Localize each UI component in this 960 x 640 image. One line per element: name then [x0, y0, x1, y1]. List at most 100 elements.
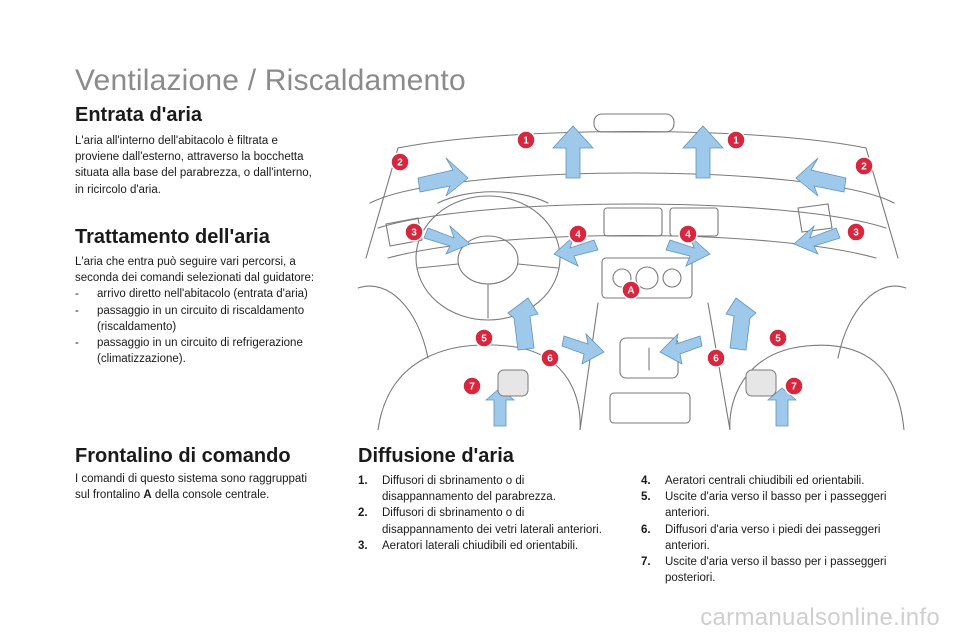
vent-badge-label: 6	[713, 354, 719, 365]
list-item: 3. Aeratori laterali chiudibili ed orient…	[358, 538, 628, 554]
list-item: 4.Aeratori centrali chiudibili ed orient…	[641, 473, 916, 489]
vent-badge-label: 2	[397, 158, 403, 169]
vent-badge-circle	[621, 280, 641, 300]
page-title: Ventilazione / Riscaldamento	[75, 64, 466, 97]
list-item-line: (climatizzazione).	[97, 353, 186, 366]
item-line: posteriori.	[665, 572, 716, 585]
airflow-arrow-icon	[553, 234, 599, 267]
item-line: Diffusori di sbrinamento o di	[382, 507, 525, 520]
vent-badge-circle	[568, 224, 588, 244]
rear-vents	[497, 369, 777, 397]
airflow-arrow-icon	[507, 297, 539, 351]
rear-view-mirror	[593, 113, 675, 133]
item-number: 6.	[641, 523, 651, 536]
vent-badge-7: 7	[462, 376, 482, 396]
vent-badge-circle	[706, 348, 726, 368]
vent-badge-circle	[726, 130, 746, 150]
trattamento-line: L'aria che entra può seguire vari percor…	[75, 256, 296, 268]
vent-badge-label: 2	[861, 162, 867, 173]
item-line: disappannamento dei vetri laterali anter…	[382, 523, 602, 536]
list-item: 2. Diffusori di sbrinamento o di disappann…	[358, 505, 628, 537]
vent-badge-circle	[462, 376, 482, 396]
entrata-line: proviene dall'esterno, attraverso la boc…	[75, 151, 304, 164]
item-line: anteriori.	[665, 539, 710, 552]
console-box	[609, 392, 691, 424]
vent-badge-label: 5	[481, 334, 487, 345]
item-number: 3.	[358, 539, 368, 552]
vent-badge-label: 4	[685, 230, 691, 241]
vent-badge-label: 3	[853, 228, 859, 239]
rear-vent	[497, 369, 529, 397]
vent-badge-circle	[516, 130, 536, 150]
door-right	[837, 285, 906, 359]
airflow-arrow-icon	[793, 224, 841, 255]
steering-spoke	[417, 263, 559, 319]
airflow-arrow-icon	[682, 125, 724, 179]
airflow-arrow-icon	[423, 224, 471, 255]
item-line: Aeratori laterali chiudibili ed orientab…	[382, 539, 579, 552]
frontalino-line: sul frontalino A della console centrale.	[75, 487, 307, 503]
airflow-arrow-icon	[766, 387, 798, 427]
control-panel	[601, 257, 693, 299]
airflow-arrow-icon	[417, 157, 469, 197]
vent-badge-4: 4	[568, 224, 588, 244]
vent-badge-label: A	[627, 286, 634, 297]
diffusione-heading: Diffusione d'aria	[358, 445, 514, 467]
vent-badge-7: 7	[784, 376, 804, 396]
item-number: 1.	[358, 475, 368, 487]
vent-badge-label: 1	[733, 136, 739, 147]
vent-badge-label: 1	[523, 136, 529, 147]
trattamento-heading: Trattamento dell'aria	[75, 226, 270, 248]
item-number: 2.	[358, 507, 368, 520]
item-line: disappannamento del parabrezza.	[382, 491, 556, 504]
list-item: 1. Diffusori di sbrinamento o di disappann…	[358, 473, 628, 505]
item-number: 7.	[641, 556, 651, 569]
vent-badge-circle	[678, 224, 698, 244]
frontalino-line-post: della console centrale.	[151, 489, 270, 502]
item-line: Diffusori di sbrinamento o di	[382, 475, 525, 487]
vent-badge-1: 1	[726, 130, 746, 150]
vent-badges: 1 1 2 2 3 3 4 4 5 5 6 6 7 7 A	[390, 130, 874, 396]
instrument-hood	[437, 191, 549, 204]
list-item-line: passaggio in un circuito di riscaldament…	[97, 304, 305, 317]
entrata-line: L'aria all'interno dell'abitacolo è filt…	[75, 135, 278, 147]
item-number: 5.	[641, 491, 651, 504]
vent-badge-circle	[390, 152, 410, 172]
airflow-arrow-icon	[659, 332, 703, 365]
cabin-line-drawing	[358, 113, 906, 430]
vent-badge-circle	[768, 328, 788, 348]
dashboard-outline	[377, 203, 887, 229]
door-left	[358, 285, 429, 359]
center-console	[579, 302, 731, 430]
vent-badge-label: 7	[791, 382, 797, 393]
frontalino-line: I comandi di questo sistema sono raggrup…	[75, 473, 308, 485]
vent-badge-circle	[474, 328, 494, 348]
vent-badge-3: 3	[846, 222, 866, 242]
side-vent-right	[797, 203, 833, 233]
vent-badge-6: 6	[706, 348, 726, 368]
cabin-airflow-illustration: 1 1 2 2 3 3 4 4 5 5 6 6 7 7 A	[358, 113, 906, 430]
list-item: passaggio in un circuito di refrigerazio…	[75, 335, 314, 367]
vent-badge-label: 6	[547, 354, 553, 365]
side-vent-left	[385, 217, 423, 247]
vent-badge-label: 5	[775, 334, 781, 345]
vent-badge-circle	[784, 376, 804, 396]
airflow-arrow-icon	[665, 234, 711, 267]
seat-right	[729, 344, 905, 430]
vent-badge-label: 3	[411, 228, 417, 239]
frontalino-text: I comandi di questo sistema sono raggrup…	[75, 471, 307, 503]
item-line: Aeratori centrali chiudibili ed orientab…	[665, 475, 865, 487]
airflow-arrow-icon	[795, 157, 847, 197]
item-line: Diffusori d'aria verso i piedi dei passe…	[665, 523, 881, 536]
list-item: 7.Uscite d'aria verso il basso per i pas…	[641, 554, 916, 586]
vent-badge-label: 4	[575, 230, 581, 241]
vent-badge-2: 2	[390, 152, 410, 172]
vent-badge-5: 5	[768, 328, 788, 348]
list-item: passaggio in un circuito di riscaldament…	[75, 303, 314, 335]
list-item-line: arrivo diretto nell'abitacolo (entrata d…	[97, 288, 308, 301]
vent-badge-5: 5	[474, 328, 494, 348]
vent-badge-circle	[404, 222, 424, 242]
vent-badge-4: 4	[678, 224, 698, 244]
entrata-line: in ricircolo d'aria.	[75, 183, 161, 196]
list-item-line: passaggio in un circuito di refrigerazio…	[97, 337, 303, 350]
